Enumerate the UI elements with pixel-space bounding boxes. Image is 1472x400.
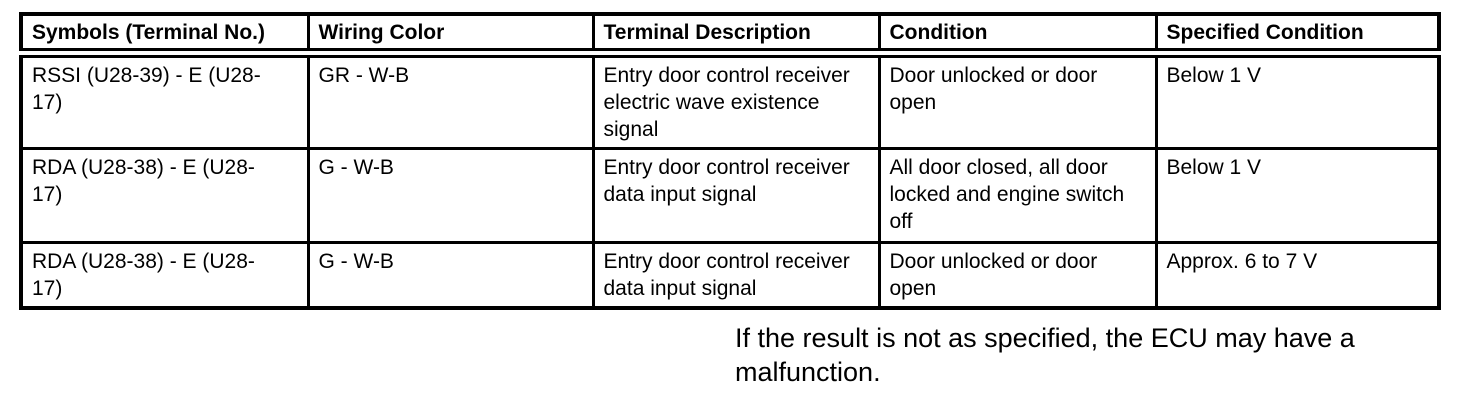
cell-condition: Door unlocked or door open — [877, 241, 1158, 310]
cell-wiring-color: GR - W-B — [306, 51, 595, 150]
table-row: RDA (U28-38) - E (U28- 17) G - W-B Entry… — [19, 147, 1441, 244]
column-header-specified-condition: Specified Condition — [1154, 12, 1441, 58]
column-header-terminal-description: Terminal Description — [591, 12, 881, 58]
column-header-symbols: Symbols (Terminal No.) — [19, 12, 310, 58]
cell-wiring-color: G - W-B — [306, 147, 595, 244]
terminal-inspection-table: Symbols (Terminal No.) Wiring Color Term… — [19, 12, 1441, 310]
note-text: If the result is not as specified, the E… — [735, 323, 1355, 387]
cell-specified-condition: Approx. 6 to 7 V — [1154, 241, 1441, 310]
column-header-wiring-color: Wiring Color — [306, 12, 595, 58]
cell-specified-condition: Below 1 V — [1154, 147, 1441, 244]
cell-terminal-description: Entry door control receiver electric wav… — [591, 51, 881, 150]
cell-condition: Door unlocked or door open — [877, 51, 1158, 150]
cell-symbols: RDA (U28-38) - E (U28- 17) — [19, 147, 310, 244]
table-row: RSSI (U28-39) - E (U28- 17) GR - W-B Ent… — [19, 51, 1441, 150]
cell-symbols: RDA (U28-38) - E (U28- 17) — [19, 241, 310, 310]
table-row: RDA (U28-38) - E (U28- 17) G - W-B Entry… — [19, 241, 1441, 310]
cell-specified-condition: Below 1 V — [1154, 51, 1441, 150]
cell-wiring-color: G - W-B — [306, 241, 595, 310]
column-header-condition: Condition — [877, 12, 1158, 58]
cell-terminal-description: Entry door control receiver data input s… — [591, 241, 881, 310]
cell-condition: All door closed, all door locked and eng… — [877, 147, 1158, 244]
cell-symbols: RSSI (U28-39) - E (U28- 17) — [19, 51, 310, 150]
table-header-row: Symbols (Terminal No.) Wiring Color Term… — [19, 12, 1441, 58]
cell-terminal-description: Entry door control receiver data input s… — [591, 147, 881, 244]
